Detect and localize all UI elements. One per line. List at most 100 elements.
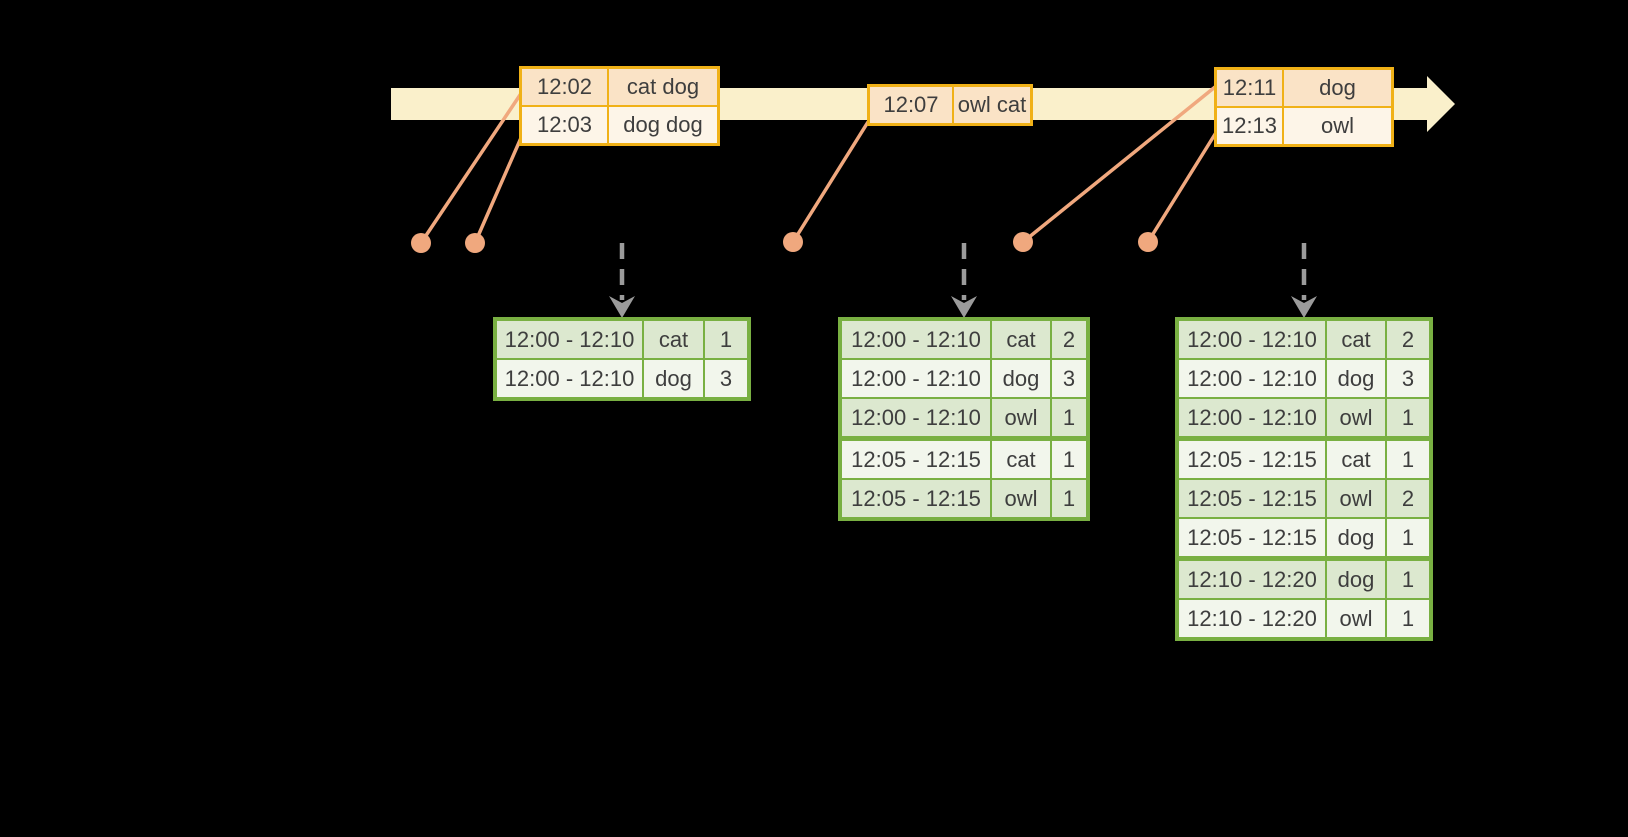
timeline-arrow-head-icon (1427, 76, 1455, 132)
event-words-cell: cat dog (609, 69, 717, 105)
event-dot-icon (1013, 232, 1033, 252)
aggregation-arrow (951, 243, 977, 318)
event-connector-line (1021, 85, 1217, 244)
event-time-cell: 12:07 (870, 87, 952, 123)
event-connector-line (1146, 129, 1219, 244)
event-connector-line (473, 129, 526, 245)
count-cell: 1 (1387, 519, 1429, 556)
count-cell: 1 (1387, 561, 1429, 598)
event-words-cell: owl cat (954, 87, 1030, 123)
word-cell: dog (1327, 519, 1385, 556)
event-words-cell: dog (1284, 70, 1391, 106)
count-cell: 1 (1387, 399, 1429, 436)
count-cell: 3 (705, 360, 747, 397)
event-connector-lines (419, 85, 1219, 245)
window-cell: 12:05 - 12:15 (842, 480, 990, 517)
event-dot-icon (1138, 232, 1158, 252)
window-cell: 12:00 - 12:10 (1179, 399, 1325, 436)
word-cell: cat (1327, 441, 1385, 478)
event-time-cell: 12:03 (522, 107, 607, 143)
count-cell: 2 (1052, 321, 1086, 358)
event-dot-icon (411, 233, 431, 253)
count-cell: 3 (1052, 360, 1086, 397)
window-cell: 12:00 - 12:10 (497, 360, 642, 397)
window-cell: 12:05 - 12:15 (842, 441, 990, 478)
event-dots (411, 232, 1158, 253)
event-words-cell: dog dog (609, 107, 717, 143)
window-cell: 12:00 - 12:10 (1179, 321, 1325, 358)
window-cell: 12:00 - 12:10 (497, 321, 642, 358)
word-cell: dog (1327, 360, 1385, 397)
aggregation-arrow-head-icon (1291, 296, 1317, 318)
count-cell: 2 (1387, 321, 1429, 358)
aggregation-arrow-head-icon (609, 296, 635, 318)
event-words-cell: owl (1284, 108, 1391, 144)
aggregation-arrow (1291, 243, 1317, 318)
word-cell: owl (1327, 480, 1385, 517)
event-time-cell: 12:13 (1217, 108, 1282, 144)
count-cell: 1 (1387, 600, 1429, 637)
window-cell: 12:05 - 12:15 (1179, 519, 1325, 556)
word-cell: owl (1327, 600, 1385, 637)
window-cell: 12:10 - 12:20 (1179, 561, 1325, 598)
word-cell: cat (1327, 321, 1385, 358)
count-cell: 1 (705, 321, 747, 358)
count-cell: 1 (1052, 441, 1086, 478)
window-cell: 12:00 - 12:10 (1179, 360, 1325, 397)
word-cell: cat (644, 321, 703, 358)
word-cell: owl (992, 399, 1050, 436)
word-cell: cat (992, 321, 1050, 358)
event-time-cell: 12:02 (522, 69, 607, 105)
event-time-cell: 12:11 (1217, 70, 1282, 106)
count-cell: 1 (1387, 441, 1429, 478)
count-cell: 3 (1387, 360, 1429, 397)
aggregation-arrow (609, 243, 635, 318)
aggregation-arrow-head-icon (951, 296, 977, 318)
event-dot-icon (465, 233, 485, 253)
event-connector-line (419, 90, 524, 245)
count-cell: 1 (1052, 399, 1086, 436)
window-cell: 12:00 - 12:10 (842, 399, 990, 436)
word-cell: dog (992, 360, 1050, 397)
window-cell: 12:10 - 12:20 (1179, 600, 1325, 637)
window-cell: 12:00 - 12:10 (842, 321, 990, 358)
word-cell: owl (1327, 399, 1385, 436)
word-cell: dog (1327, 561, 1385, 598)
window-cell: 12:05 - 12:15 (1179, 480, 1325, 517)
event-dot-icon (783, 232, 803, 252)
window-cell: 12:05 - 12:15 (1179, 441, 1325, 478)
count-cell: 2 (1387, 480, 1429, 517)
count-cell: 1 (1052, 480, 1086, 517)
event-connector-line (791, 120, 870, 244)
word-cell: owl (992, 480, 1050, 517)
window-cell: 12:00 - 12:10 (842, 360, 990, 397)
word-cell: cat (992, 441, 1050, 478)
